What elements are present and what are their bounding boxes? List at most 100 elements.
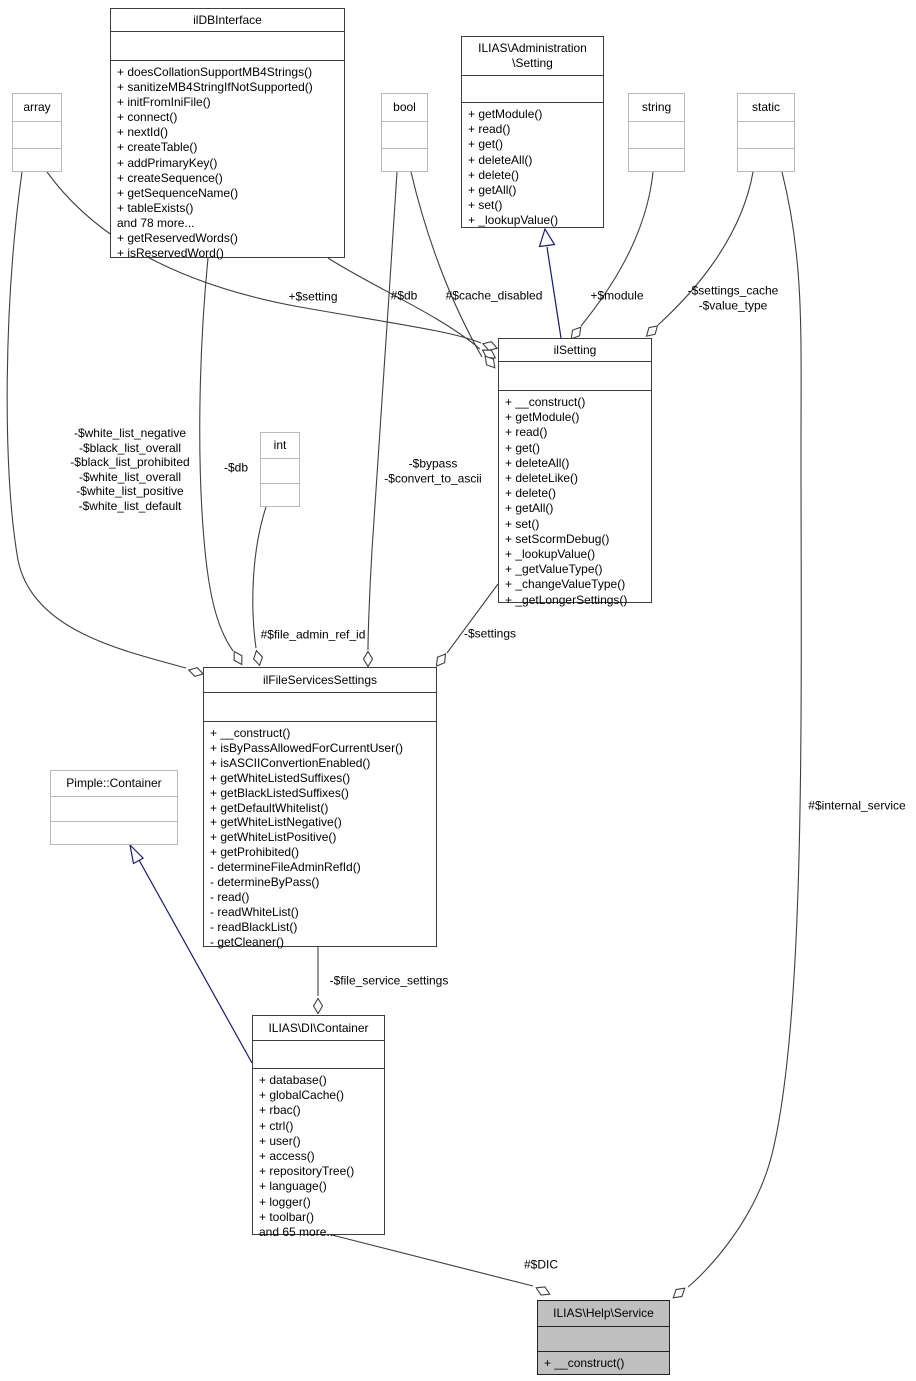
aggregation-diamond [362, 650, 374, 668]
edge-int-ilfileservicessettings [252, 506, 267, 649]
class-title: string [629, 94, 684, 122]
inheritance-arrow [129, 843, 145, 865]
edge-ilsetting-ilfileservicessettings [446, 583, 499, 654]
method-line: + getModule() [505, 410, 580, 425]
class-attributes [538, 1327, 669, 1352]
method-line: + read() [468, 122, 511, 137]
edge-bool-ilsetting [410, 171, 483, 358]
method-line: + getReservedWords() [117, 231, 238, 246]
class-array: array [12, 93, 62, 172]
method-line: - getCleaner() [210, 934, 285, 949]
method-line: + access() [259, 1149, 315, 1164]
class-title: bool [382, 94, 427, 122]
edge-array-ilfileservicessettings [6, 171, 187, 669]
method-line: + sanitizeMB4StringIfNotSupported() [117, 80, 313, 95]
method-line: + getWhiteListNegative() [210, 815, 342, 830]
method-line: + getAll() [505, 501, 554, 516]
class-methods [629, 149, 684, 171]
edge-array-ilsetting [46, 171, 482, 344]
class-title-line: \Setting [512, 56, 553, 70]
class-methods: + __construct()+ isByPassAllowedForCurre… [204, 722, 436, 950]
edge-label-dic: #$DIC [523, 1257, 559, 1272]
class-methods [51, 822, 177, 844]
method-line: + initFromIniFile() [117, 95, 211, 110]
edge-label-settings: -$settings [463, 626, 517, 641]
edge-label-line: -$settings_cache [687, 283, 779, 298]
edge-label-module: +$module [590, 288, 644, 303]
class-methods: + doesCollationSupportMB4Strings()+ sani… [111, 61, 344, 261]
method-line: + getDefaultWhitelist() [210, 800, 329, 815]
class-ildbinterface[interactable]: ilDBInterface + doesCollationSupportMB4S… [110, 8, 345, 261]
method-line: + _getValueType() [505, 562, 603, 577]
class-string: string [628, 93, 685, 172]
class-ilias-help-service: ILIAS\Help\Service + __construct() [537, 1300, 670, 1375]
class-title: ilFileServicesSettings [204, 668, 436, 693]
class-static: static [737, 93, 795, 172]
method-line: - readWhiteList() [210, 904, 299, 919]
class-attributes [382, 122, 427, 149]
edge-label-white-lists: -$white_list_negative-$black_list_overal… [70, 426, 189, 514]
inheritance-arrows [129, 227, 556, 865]
method-line: + getProhibited() [210, 845, 300, 860]
class-ilias-administration-setting[interactable]: ILIAS\Administration\Setting + getModule… [461, 36, 604, 228]
aggregation-diamond [187, 667, 205, 677]
method-line: + nextId() [117, 125, 169, 140]
class-ilfileservicessettings[interactable]: ilFileServicesSettings + __construct()+ … [203, 667, 437, 950]
method-line: + get() [468, 137, 504, 152]
method-line: + deleteLike() [505, 471, 579, 486]
method-line: + toolbar() [259, 1209, 315, 1224]
method-line: + repositoryTree() [259, 1164, 355, 1179]
method-line: + ctrl() [259, 1118, 294, 1133]
method-line: + _getLongerSettings() [505, 592, 628, 607]
class-ilsetting[interactable]: ilSetting + __construct()+ getModule() + … [498, 338, 652, 607]
method-line: + __construct() [505, 395, 586, 409]
class-title: ILIAS\Administration\Setting [462, 37, 603, 76]
method-line: + globalCache() [259, 1088, 345, 1103]
aggregation-diamond [435, 653, 447, 667]
method-line: + isReservedWord() [117, 246, 224, 261]
edge-label-line: -$value_type [698, 298, 768, 312]
method-line: + getBlackListedSuffixes() [210, 785, 349, 800]
class-ilias-di-container[interactable]: ILIAS\DI\Container + database()+ globalC… [252, 1015, 385, 1239]
class-attributes [51, 797, 177, 822]
method-line: + _lookupValue() [468, 213, 559, 228]
class-methods [382, 149, 427, 171]
class-attributes [629, 122, 684, 149]
edge-ildbinterface-ilsetting [327, 257, 481, 350]
class-bool: bool [381, 93, 428, 172]
method-line: + connect() [117, 110, 178, 125]
method-line: + isByPassAllowedForCurrentUser() [210, 740, 404, 755]
method-line: + get() [505, 440, 541, 455]
method-line: + database() [259, 1073, 327, 1087]
class-methods [13, 149, 61, 171]
method-line: + set() [505, 516, 540, 531]
class-title: ilDBInterface [111, 9, 344, 32]
method-line: + addPrimaryKey() [117, 155, 218, 170]
method-line: + _changeValueType() [505, 577, 626, 592]
class-int: int [260, 432, 300, 507]
method-line: + deleteAll() [505, 455, 570, 470]
method-line: and 65 more... [259, 1225, 337, 1240]
edge-label-line: -$white_list_positive [76, 484, 184, 499]
class-pimple-container: Pimple::Container [50, 770, 178, 845]
class-methods: + getModule()+ read()+ get()+ deleteAll(… [462, 103, 603, 229]
edge-label-settings-cache: -$settings_cache-$value_type [688, 283, 779, 312]
class-methods: + __construct() [538, 1352, 669, 1374]
method-line: + rbac() [259, 1103, 301, 1118]
method-line: + getModule() [468, 107, 543, 121]
edge-label-bypass: -$bypass-$convert_to_ascii [384, 456, 481, 485]
method-line: - read() [210, 889, 250, 904]
method-line: + tableExists() [117, 200, 194, 215]
method-line: + language() [259, 1179, 327, 1194]
method-line: + logger() [259, 1194, 311, 1209]
class-methods: + database()+ globalCache()+ rbac()+ ctr… [253, 1069, 384, 1240]
class-title: static [738, 94, 794, 122]
class-title: array [13, 94, 61, 122]
aggregation-diamond [312, 997, 324, 1015]
method-line: and 78 more... [117, 215, 195, 230]
edge-label-line: -$black_list_overall [78, 440, 182, 455]
method-line: - readBlackList() [210, 919, 298, 934]
class-title: ilSetting [499, 339, 651, 362]
